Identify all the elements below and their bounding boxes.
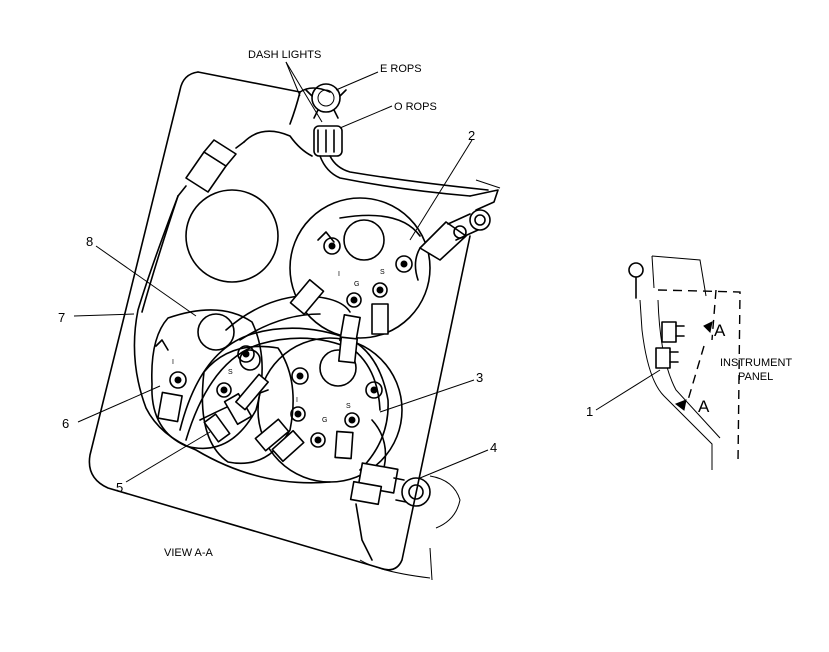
gauge-6: I [151, 309, 263, 450]
e-rops-label: E ROPS [380, 63, 422, 75]
dash-light-o-rops [313, 125, 489, 197]
spade-connectors [203, 278, 389, 463]
callout-5: 5 [116, 480, 123, 495]
callout-2: 2 [468, 128, 475, 143]
o-rops-label: O ROPS [394, 101, 437, 113]
section-a-bottom: A [698, 397, 710, 416]
callout-7: 7 [58, 310, 65, 325]
panel-edge-fragments [469, 179, 501, 211]
leader-lines [73, 61, 661, 483]
terminal-label-s: S [380, 269, 385, 276]
gauge-opening [185, 189, 279, 283]
gauge-3: I G S [257, 337, 403, 483]
diagram-labels: DASH LIGHTS E ROPS O ROPS VIEW A-A INSTR… [164, 49, 792, 559]
section-a-top: A [714, 321, 726, 340]
callout-6: 6 [62, 416, 69, 431]
terminal-label-g: G [354, 281, 359, 288]
dash-lights-label: DASH LIGHTS [248, 49, 321, 61]
terminal-label-g-center: G [322, 417, 327, 424]
terminal-label-i-left: I [172, 359, 174, 366]
instrument-panel-label-line2: PANEL [738, 371, 773, 383]
callout-numbers: 1 2 3 4 5 6 7 8 [58, 128, 593, 495]
view-label: VIEW A-A [164, 547, 214, 559]
lamp-socket [177, 130, 313, 197]
ring-terminal-upper [414, 209, 491, 281]
callout-4: 4 [490, 440, 497, 455]
terminal-stud [323, 237, 413, 308]
dash-light-e-rops [305, 83, 347, 119]
callout-3: 3 [476, 370, 483, 385]
lower-ring-terminal [349, 419, 461, 561]
instrument-panel-label-line1: INSTRUMENT [720, 357, 792, 369]
terminal-label-s-middle: S [228, 369, 233, 376]
terminal-label-i-center: I [296, 397, 298, 404]
callout-1: 1 [586, 404, 593, 419]
panel-outline [88, 71, 471, 581]
callout-8: 8 [86, 234, 93, 249]
terminal-label-s-center: S [346, 403, 351, 410]
gauge-2: I G S [289, 197, 431, 339]
harness-wire [133, 195, 331, 484]
terminal-label-i: I [338, 271, 340, 278]
